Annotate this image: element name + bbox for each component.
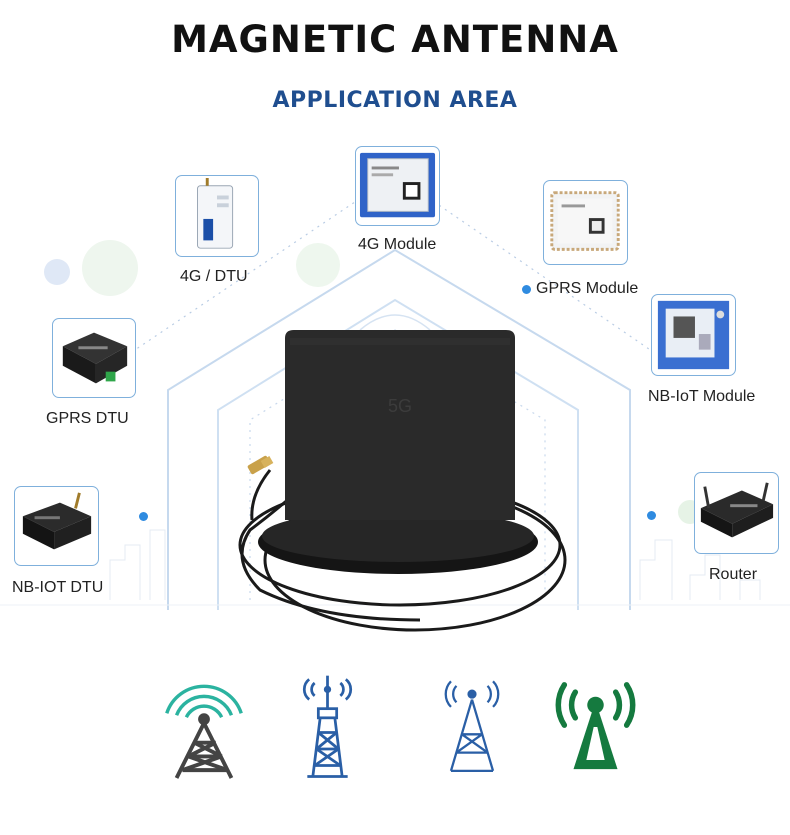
bullet-dot-router — [647, 511, 656, 520]
nb-iot-module-image — [657, 300, 730, 370]
device-card-nb-iot-dtu — [14, 486, 99, 566]
device-label-4g-module: 4G Module — [358, 236, 437, 253]
device-label-nb-iot-dtu: NB-IOT DTU — [12, 579, 104, 596]
4g-dtu-image — [197, 177, 234, 249]
radio-tower-icon — [302, 675, 353, 778]
device-card-4g-module — [355, 146, 440, 226]
device-label-nb-iot-module: NB-IoT Module — [648, 388, 756, 405]
device-card-gprs-module — [543, 180, 628, 265]
device-label-gprs-module: GPRS Module — [536, 280, 639, 297]
device-label-gprs-dtu: GPRS DTU — [46, 410, 129, 427]
signal-tower-icon — [165, 684, 243, 779]
page-title: MAGNETIC ANTENNA — [171, 18, 619, 61]
page-subtitle: APPLICATION AREA — [272, 88, 518, 113]
device-card-router — [694, 472, 779, 554]
4g-module-image — [359, 152, 436, 218]
device-card-nb-iot-module — [651, 294, 736, 376]
device-card-gprs-dtu — [52, 318, 136, 398]
nb-iot-dtu-image — [22, 492, 92, 550]
device-label-router: Router — [709, 566, 758, 583]
gprs-module-image — [550, 191, 620, 251]
cell-tower-icon — [444, 680, 500, 773]
gprs-dtu-image — [62, 332, 128, 384]
bullet-dot-nb-iot-dtu — [139, 512, 148, 521]
bullet-dot-gprs-module — [522, 285, 531, 294]
router-image — [700, 482, 774, 538]
device-card-4g-dtu — [175, 175, 259, 257]
wireless-tower-icon — [555, 682, 636, 770]
device-label-4g-dtu: 4G / DTU — [180, 268, 248, 285]
